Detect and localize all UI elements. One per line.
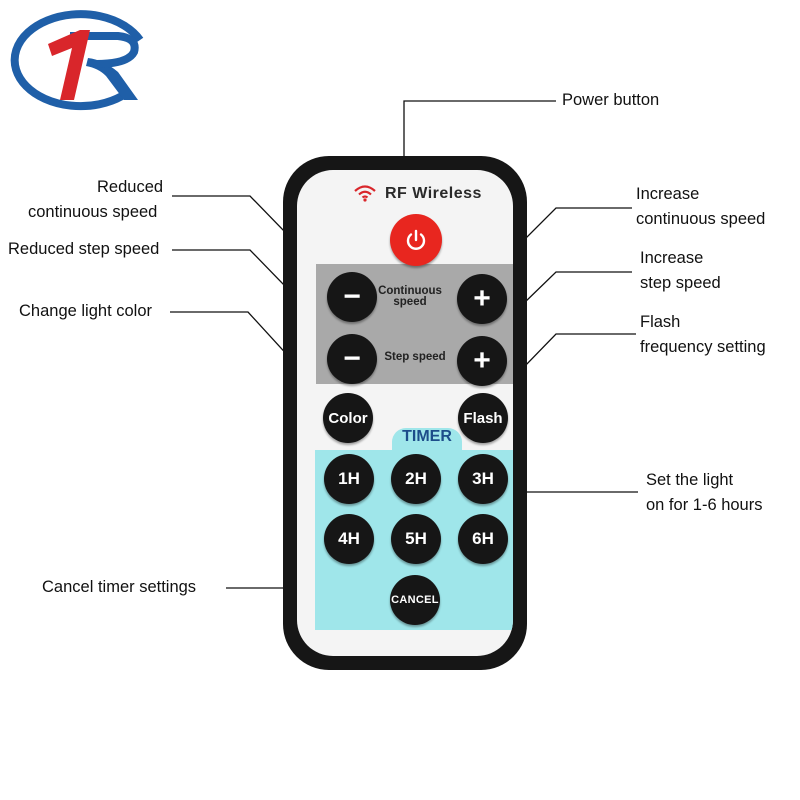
step-speed-plus-button[interactable]: + — [457, 336, 507, 386]
callout-reduced-step: Reduced step speed — [8, 240, 160, 258]
step-speed-minus-button[interactable]: − — [327, 334, 377, 384]
power-button[interactable] — [390, 214, 442, 266]
logo-ring — [10, 10, 144, 111]
callout-increase-step-line2: step speed — [640, 274, 721, 292]
timer-title: TIMER — [402, 428, 452, 445]
flash-button[interactable]: Flash — [458, 393, 508, 443]
timer-5h-button[interactable]: 5H — [391, 514, 441, 564]
remote-control: RF Wireless Continuous speed Step speed … — [283, 156, 527, 670]
timer-3h-button[interactable]: 3H — [458, 454, 508, 504]
callout-change-color: Change light color — [19, 302, 152, 320]
wireless-signal-icon — [354, 185, 376, 202]
logo-r-bowl — [70, 32, 139, 68]
callout-increase-continuous-line2: continuous speed — [636, 210, 766, 228]
callout-timer-line1: Set the light — [646, 471, 734, 489]
logo-one-mark — [48, 30, 90, 100]
cancel-button[interactable]: CANCEL — [390, 575, 440, 625]
color-button[interactable]: Color — [323, 393, 373, 443]
step-speed-label: Step speed — [384, 351, 446, 363]
timer-1h-button[interactable]: 1H — [324, 454, 374, 504]
timer-6h-button[interactable]: 6H — [458, 514, 508, 564]
callout-timer-line2: on for 1-6 hours — [646, 496, 763, 514]
callout-increase-continuous-line1: Increase — [636, 185, 700, 203]
timer-2h-button[interactable]: 2H — [391, 454, 441, 504]
timer-4h-button[interactable]: 4H — [324, 514, 374, 564]
logo-text: 1R — [0, 0, 2, 1]
continuous-speed-plus-button[interactable]: + — [457, 274, 507, 324]
continuous-speed-label: Continuous speed — [378, 285, 442, 308]
callout-increase-step-line1: Increase — [640, 249, 704, 267]
power-icon — [406, 229, 426, 250]
remote-face: RF Wireless Continuous speed Step speed … — [297, 170, 513, 656]
continuous-speed-minus-button[interactable]: − — [327, 272, 377, 322]
callout-flash-line2: frequency setting — [640, 338, 766, 356]
brand-label: RF Wireless — [385, 185, 482, 202]
callout-reduced-continuous-line2: continuous speed — [28, 203, 158, 221]
logo-r-tail — [86, 58, 138, 100]
callout-flash-line1: Flash — [640, 313, 681, 331]
callout-reduced-continuous-line1: Reduced — [97, 178, 164, 196]
brand-logo: 1R — [0, 0, 144, 111]
callout-cancel: Cancel timer settings — [42, 578, 197, 596]
callout-power: Power button — [562, 91, 660, 109]
